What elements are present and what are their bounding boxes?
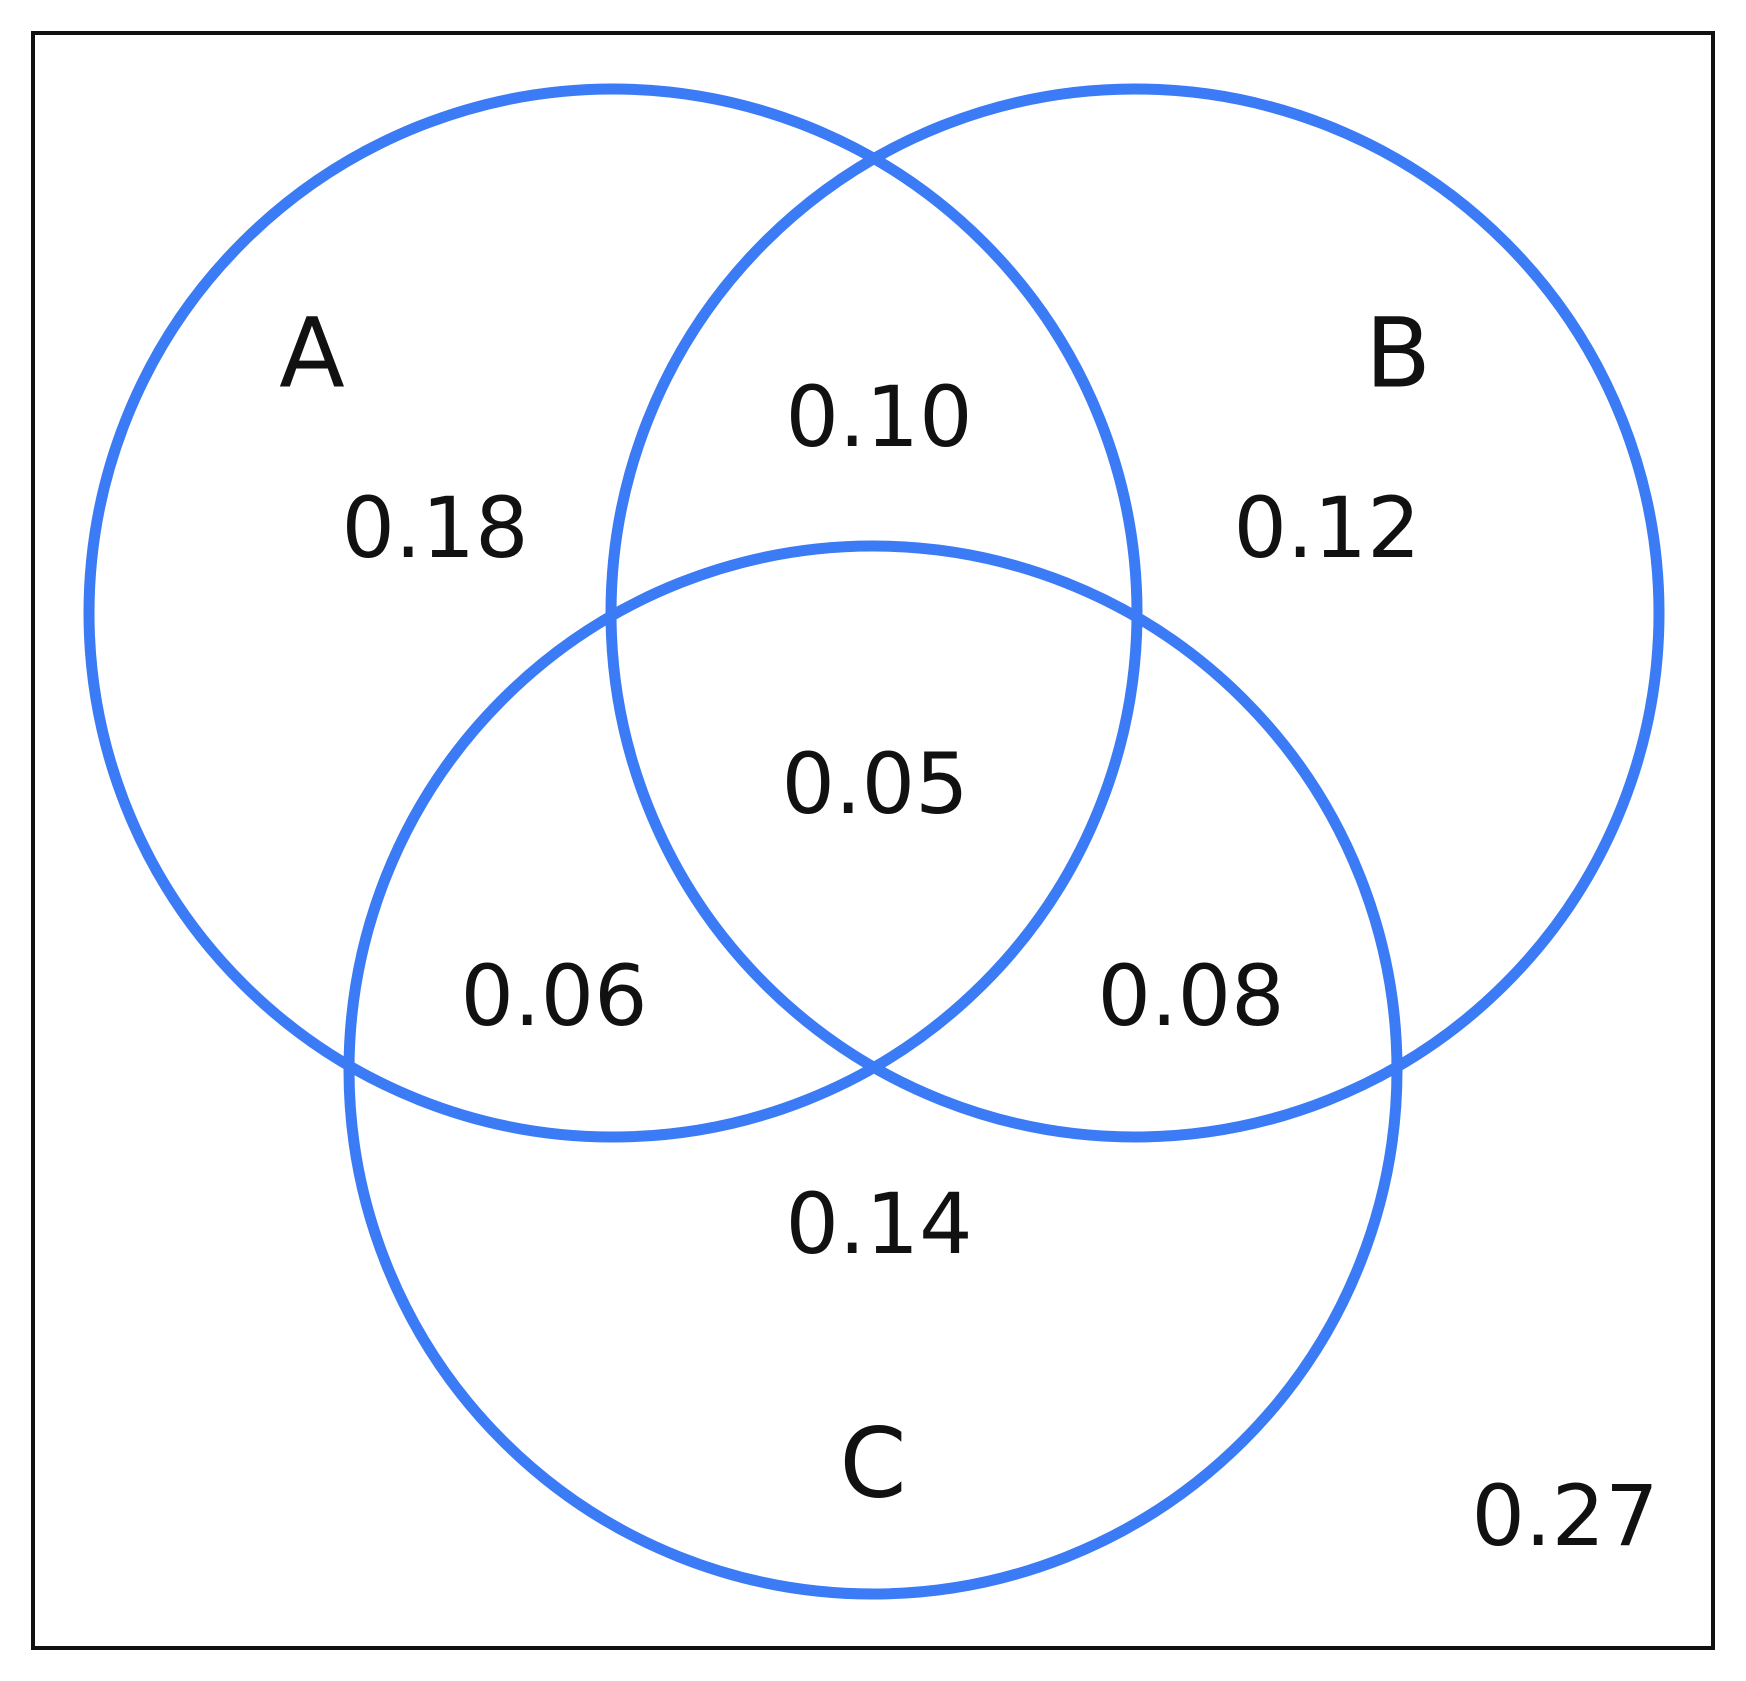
region-b-only: 0.12 — [1233, 479, 1420, 577]
region-c-only: 0.14 — [785, 1175, 972, 1273]
set-label-a: A — [279, 297, 345, 409]
region-outside: 0.27 — [1471, 1467, 1658, 1565]
set-label-b: B — [1365, 297, 1431, 409]
region-ac-only: 0.06 — [460, 947, 647, 1045]
circle-c — [343, 540, 1403, 1600]
universe-frame — [31, 31, 1715, 1650]
region-ab-only: 0.10 — [785, 368, 972, 466]
region-a-only: 0.18 — [341, 479, 528, 577]
region-bc-only: 0.08 — [1097, 947, 1284, 1045]
region-abc: 0.05 — [781, 735, 968, 833]
set-label-c: C — [839, 1407, 906, 1519]
